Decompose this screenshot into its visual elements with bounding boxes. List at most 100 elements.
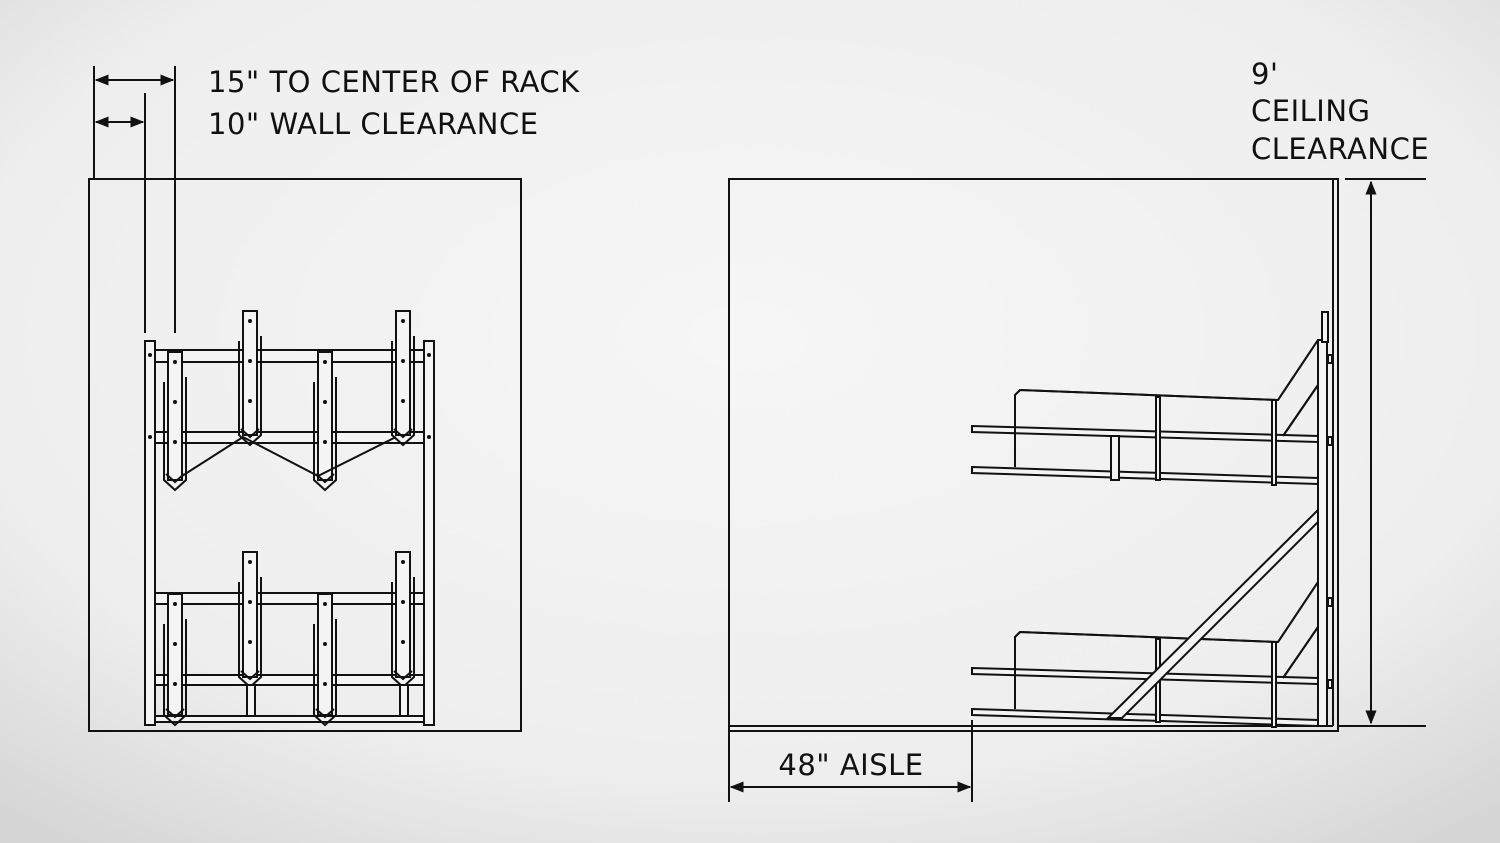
rail-upright <box>1155 396 1161 481</box>
bolt <box>401 640 405 644</box>
aisle-label: 48" AISLE <box>778 748 923 782</box>
bike-hook <box>391 551 415 689</box>
hook-channel <box>391 336 415 447</box>
bolt <box>248 399 252 403</box>
rail-upright <box>1271 641 1277 728</box>
bike-hook <box>391 310 415 447</box>
front-rack <box>144 310 435 727</box>
bolt <box>248 640 252 644</box>
hook-bar <box>242 551 258 678</box>
front-room-outline <box>88 178 522 732</box>
wall-bracket <box>1327 436 1333 446</box>
lower-rail <box>971 707 1319 728</box>
rack-post-right <box>423 340 435 726</box>
bolt <box>173 602 177 606</box>
bike-hook <box>238 310 262 447</box>
rack-tier <box>971 339 1319 486</box>
hook-channel <box>238 336 262 447</box>
rack-rail <box>154 431 425 444</box>
bolt <box>173 360 177 364</box>
hook-tip <box>315 473 335 484</box>
bolt <box>148 435 152 439</box>
wall-bracket <box>1327 679 1333 689</box>
bike-hook <box>313 593 337 727</box>
hook-channel <box>163 377 187 492</box>
bolt <box>427 435 431 439</box>
bolt <box>323 400 327 404</box>
hook-tip <box>165 473 185 484</box>
rack-tier <box>971 581 1319 728</box>
bolt <box>401 359 405 363</box>
ceiling-label-line2: CLEARANCE <box>1251 132 1429 166</box>
post-cap <box>1321 311 1329 343</box>
bolt <box>248 319 252 323</box>
bolt <box>248 560 252 564</box>
ceiling-label-line1: CEILING <box>1251 94 1371 128</box>
hook-bar <box>395 551 411 678</box>
hook-tip <box>315 708 335 719</box>
bike-hook <box>313 351 337 492</box>
bolt <box>401 560 405 564</box>
hook-bar <box>317 351 333 481</box>
rack-post-left <box>144 340 156 726</box>
hook-tip <box>165 708 185 719</box>
rack-rail <box>154 592 425 605</box>
bolt <box>323 360 327 364</box>
brace-inner <box>1282 384 1319 437</box>
hook-tip <box>240 670 260 681</box>
front-rail <box>971 666 1319 686</box>
bolt <box>323 440 327 444</box>
hook-tip <box>393 670 413 681</box>
rack-base <box>154 715 425 723</box>
bolt <box>401 399 405 403</box>
side-view: 9' CEILING CLEARANCE 48" AISLE <box>728 57 1429 802</box>
hook-tip <box>240 428 260 439</box>
bike-hook <box>163 593 187 727</box>
bike-hook <box>163 351 187 492</box>
bolt <box>401 600 405 604</box>
lower-rail <box>971 465 1319 486</box>
bolt <box>148 353 152 357</box>
hook-bar <box>167 593 183 716</box>
bolt <box>173 440 177 444</box>
brace-inner <box>1282 626 1319 679</box>
hook-tip <box>393 428 413 439</box>
hook-bar <box>167 351 183 481</box>
diagonal-support <box>1105 507 1319 719</box>
rail-upright <box>1271 399 1277 486</box>
hook-channel <box>163 619 187 727</box>
rack-rail <box>154 349 425 363</box>
bolt <box>173 682 177 686</box>
bolt <box>323 682 327 686</box>
side-room-outline <box>728 178 1339 732</box>
bolt <box>427 353 431 357</box>
front-view: 15" TO CENTER OF RACK 10" WALL CLEARANCE <box>88 65 580 732</box>
hook-bar <box>317 593 333 716</box>
rack-rail <box>154 674 425 686</box>
bolt <box>323 642 327 646</box>
hook-channel <box>313 619 337 727</box>
hook-bar <box>242 310 258 436</box>
center-of-rack-label: 15" TO CENTER OF RACK <box>208 65 580 99</box>
hook-stem <box>246 684 256 717</box>
ceiling-height-label: 9' <box>1251 57 1278 91</box>
bolt <box>173 642 177 646</box>
top-rail-inner <box>1014 339 1319 467</box>
front-rail <box>971 424 1319 444</box>
wall-bracket <box>1327 597 1333 607</box>
bolt <box>248 600 252 604</box>
hook-channel <box>313 377 337 492</box>
side-rack <box>971 311 1333 728</box>
bolt <box>173 400 177 404</box>
wall-post <box>1317 339 1328 727</box>
tether-cable <box>181 435 397 478</box>
top-rail-inner <box>1014 581 1319 709</box>
bike-hook <box>238 551 262 689</box>
spacer-block <box>1110 435 1120 481</box>
bolt <box>401 319 405 323</box>
wall-clearance-label: 10" WALL CLEARANCE <box>208 107 539 141</box>
wall-bracket <box>1327 354 1333 364</box>
hook-stem <box>399 684 409 717</box>
bolt <box>248 359 252 363</box>
